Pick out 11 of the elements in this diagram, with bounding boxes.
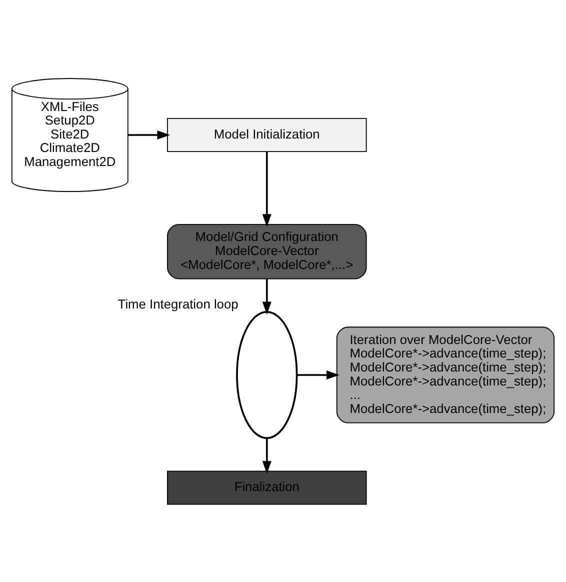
node-label: Time Integration loop — [118, 296, 238, 311]
arrow — [262, 438, 272, 474]
node-box: Model Initialization — [167, 117, 367, 152]
node-ellipse — [236, 310, 298, 438]
arrow — [296, 370, 340, 379]
node-box: Finalization — [167, 470, 367, 504]
node-box: Model/Grid Configuration ModelCore-Vector <ModelCore*, ModelCore*,...> — [167, 224, 367, 279]
arrow — [262, 151, 272, 226]
arrow — [262, 278, 272, 314]
node-box: Iteration over ModelCore-Vector ModelCore*->advance(time_step); ModelCore*->advance(time_step); ModelCore*->advance(time_step); ... ModelCore*->advance(time_step); — [336, 326, 555, 423]
arrow — [128, 130, 170, 140]
